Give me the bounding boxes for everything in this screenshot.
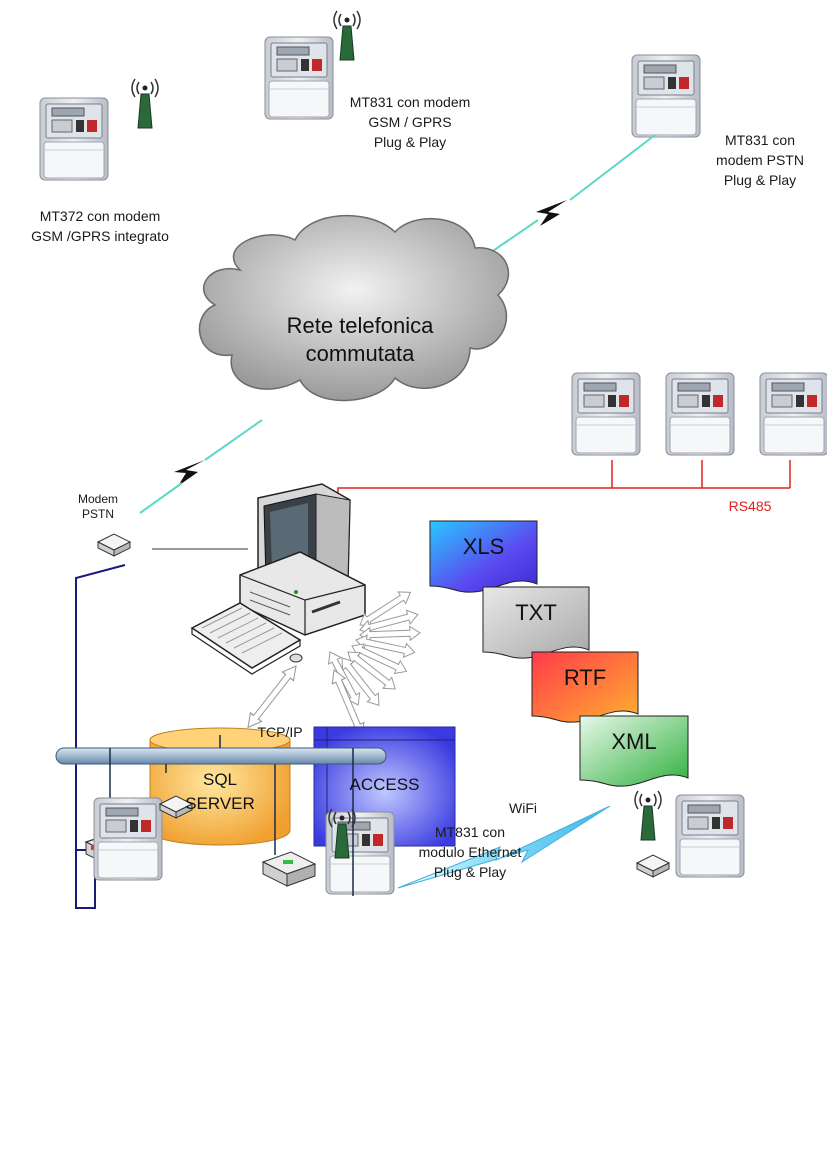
mt372-label: MT372 con modem GSM /GPRS integrato bbox=[31, 208, 169, 244]
rs485-meter bbox=[571, 372, 641, 456]
antenna-icon bbox=[634, 790, 662, 841]
format-rtf bbox=[531, 651, 639, 723]
wireless-link bbox=[467, 134, 656, 269]
lan-cable bbox=[75, 564, 126, 851]
wifi-link bbox=[397, 805, 611, 889]
rs485-meter bbox=[759, 372, 827, 456]
lan-meter bbox=[93, 797, 163, 881]
wifi-meter bbox=[675, 794, 745, 878]
antenna-icon bbox=[131, 78, 159, 129]
access-label: ACCESS bbox=[349, 775, 420, 794]
wifi-label: WiFi bbox=[509, 800, 537, 816]
format-txt bbox=[482, 586, 590, 659]
tcpip-pipe bbox=[55, 747, 387, 765]
rs485-meter bbox=[665, 372, 735, 456]
mt372-meter bbox=[39, 97, 109, 181]
mt831-ethernet-label: MT831 con modulo Ethernet Plug & Play bbox=[418, 824, 522, 880]
sql-server-label: SQL SERVER bbox=[185, 770, 255, 813]
mt831-pstn-label: MT831 con modem PSTN Plug & Play bbox=[716, 132, 804, 188]
format-xls-label: XLS bbox=[462, 534, 505, 559]
format-xml bbox=[579, 715, 689, 787]
cloud-label: Rete telefonica commutata bbox=[286, 313, 434, 366]
antenna-icon bbox=[333, 10, 361, 61]
wireless-link bbox=[139, 419, 263, 514]
phone-network-cloud bbox=[198, 214, 510, 402]
mt831-gsm-meter bbox=[264, 36, 334, 120]
format-rtf-label: RTF bbox=[563, 665, 607, 690]
wifi-modem bbox=[636, 854, 670, 878]
format-txt-label: TXT bbox=[515, 600, 557, 625]
lan-cable bbox=[75, 850, 96, 909]
mt831-pstn-meter bbox=[631, 54, 701, 138]
format-xml-label: XML bbox=[611, 729, 657, 754]
modem-pstn-label: Modem PSTN bbox=[77, 492, 118, 521]
format-xls bbox=[429, 520, 538, 593]
wifi-access-point bbox=[261, 851, 317, 887]
tcpip-label: TCP/IP bbox=[257, 724, 303, 740]
mt831-gsm-label: MT831 con modem GSM / GPRS Plug & Play bbox=[349, 94, 471, 150]
computer bbox=[190, 483, 366, 675]
pstn-modem bbox=[97, 533, 131, 557]
rs485-label: RS485 bbox=[728, 498, 772, 514]
